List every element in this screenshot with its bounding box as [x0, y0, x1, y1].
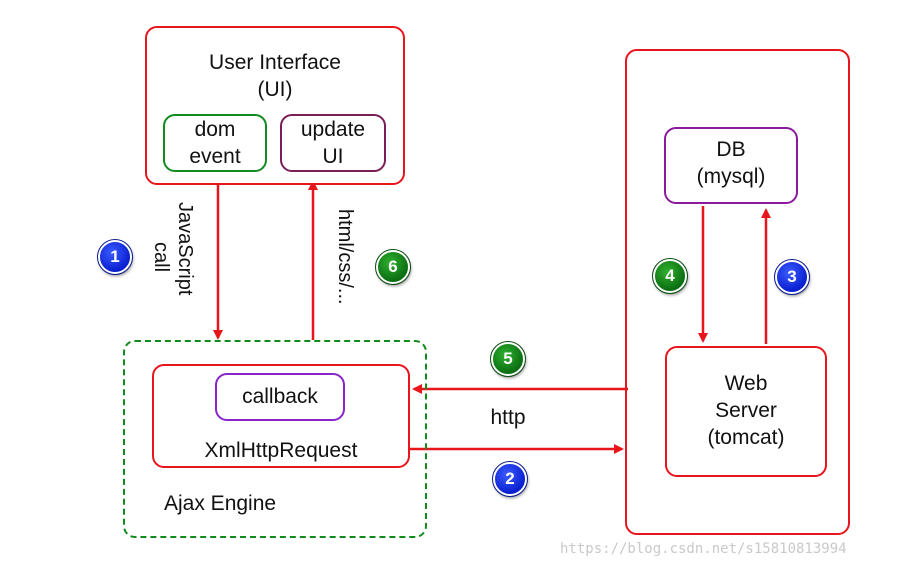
web-server-line3: (tomcat) [707, 426, 785, 449]
http-label: http [490, 406, 526, 429]
xhr-label: XmlHttpRequest [204, 439, 358, 462]
step-5-badge: 5 [490, 341, 526, 377]
html-css-label: html/css/... [334, 209, 356, 305]
step-3-badge: 3 [774, 259, 810, 295]
step-4-badge: 4 [652, 258, 688, 294]
step-1-badge: 1 [97, 239, 133, 275]
update-ui-line1: update [300, 118, 366, 141]
web-server-line2: Server [715, 399, 777, 422]
ui-title-line1: User Interface [209, 51, 341, 74]
web-server-box [665, 346, 827, 477]
ui-title-line2: (UI) [257, 78, 293, 101]
step-6-badge: 6 [375, 249, 411, 285]
dom-event-line1: dom [194, 118, 236, 141]
server-region [625, 49, 850, 535]
db-line2: (mysql) [696, 165, 766, 188]
ajax-engine-box [123, 340, 427, 538]
web-server-line1: Web [724, 372, 768, 395]
callback-label: callback [242, 385, 318, 408]
update-ui-box [280, 114, 386, 172]
js-call-label-line2: call [150, 242, 172, 273]
db-line1: DB [716, 138, 746, 161]
watermark: https://blog.csdn.net/s15810813994 [560, 541, 847, 557]
db-box [664, 127, 798, 204]
callback-box [215, 373, 345, 421]
dom-event-line2: event [189, 145, 241, 168]
ajax-engine-label: Ajax Engine [164, 492, 277, 515]
step-2-badge: 2 [492, 461, 528, 497]
update-ui-line2: UI [322, 145, 344, 168]
dom-event-box [163, 114, 267, 172]
js-call-label-line1: JavaScript [174, 202, 196, 296]
